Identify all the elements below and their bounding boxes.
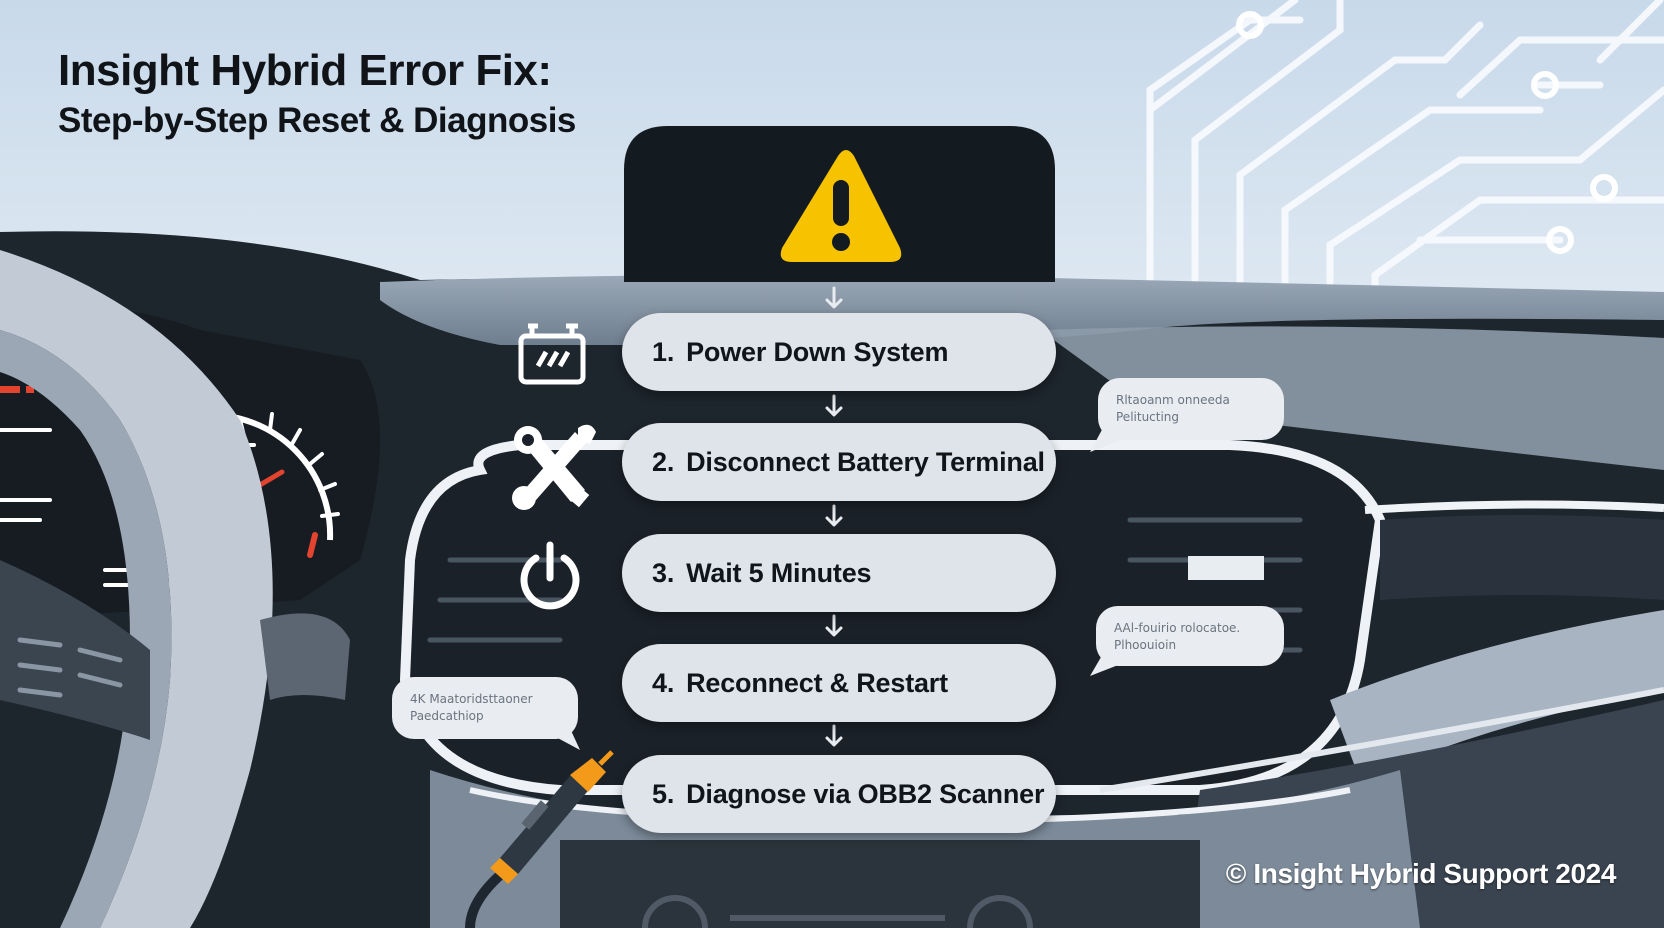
step-number: 5. bbox=[652, 778, 675, 809]
step-5: 5. Diagnose via OBB2 Scanner bbox=[622, 755, 1056, 833]
step-number: 4. bbox=[652, 667, 675, 698]
copyright-text: © Insight Hybrid Support 2024 bbox=[1225, 858, 1617, 889]
step-label: Diagnose via OBB2 Scanner bbox=[686, 778, 1045, 809]
page-title: Insight Hybrid Error Fix: Step-by-Step R… bbox=[58, 44, 576, 144]
step-label: Wait 5 Minutes bbox=[686, 557, 872, 588]
step-number: 2. bbox=[652, 446, 675, 477]
steering-wheel bbox=[0, 250, 350, 928]
circuit-lines bbox=[1146, 0, 1664, 304]
title-line-2: Step-by-Step Reset & Diagnosis bbox=[58, 101, 576, 140]
title-line-1: Insight Hybrid Error Fix: bbox=[58, 46, 552, 95]
circuit-nodes bbox=[1236, 11, 1618, 254]
power-icon bbox=[520, 541, 580, 610]
step-4: 4. Reconnect & Restart bbox=[622, 644, 1056, 722]
step-label: Disconnect Battery Terminal bbox=[686, 446, 1045, 477]
step-3: 3. Wait 5 Minutes bbox=[622, 534, 1056, 612]
step-2: 2. Disconnect Battery Terminal bbox=[622, 423, 1056, 501]
info-bubble-1: Rltaoanm onneeda Pelitucting bbox=[1098, 378, 1284, 440]
wrench-screwdriver-icon bbox=[512, 424, 596, 510]
battery-icon bbox=[518, 323, 586, 385]
step-number: 1. bbox=[652, 336, 675, 367]
info-bubble-3: 4K Maatoridsttaoner Paedcathiop bbox=[392, 677, 578, 739]
info-bubble-2: AAl-fouirio rolocatoe. Plhoouioin bbox=[1096, 606, 1284, 666]
step-arrows bbox=[825, 286, 843, 747]
step-number: 3. bbox=[652, 557, 675, 588]
warning-triangle-icon bbox=[780, 150, 902, 262]
step-1: 1. Power Down System bbox=[622, 313, 1056, 391]
obd-scanner-icon bbox=[465, 750, 614, 928]
step-label: Power Down System bbox=[686, 336, 949, 367]
step-label: Reconnect & Restart bbox=[686, 667, 948, 698]
